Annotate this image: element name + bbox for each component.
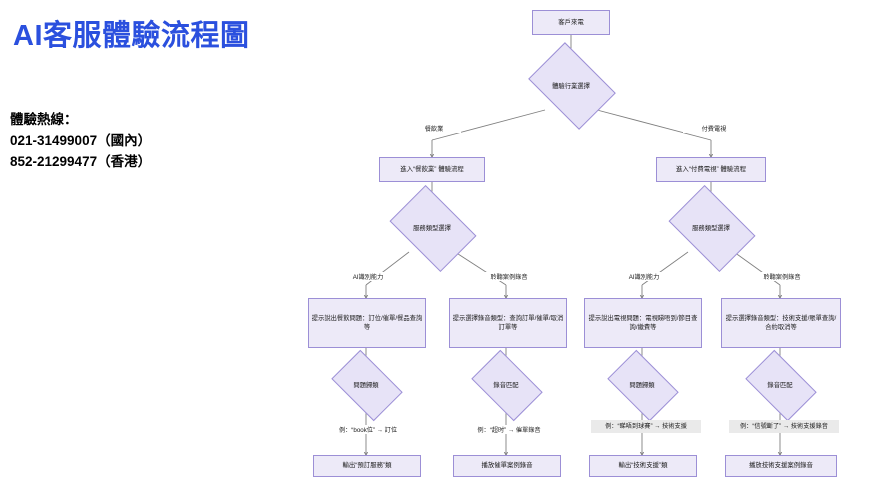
node-prompt-food-audio[interactable]: 提示選擇錄音類型：查詢訂單/催單/取消訂單等 [449, 298, 567, 348]
node-output-food-ai[interactable]: 輸出“預訂服務”類 [313, 455, 421, 477]
node-output-food-audio[interactable]: 播放催單案例錄音 [453, 455, 561, 477]
decision-match-food-label: 錄音匹配 [493, 382, 519, 389]
edge-label-ai-food: AI識別能力 [339, 272, 397, 281]
decision-match-tv[interactable]: 錄音匹配 [745, 349, 817, 422]
hotline-hongkong: 852-21299477（香港） [10, 153, 152, 169]
edge-label-example-food-ai: 例：“book位” → 訂位 [311, 425, 425, 434]
node-start[interactable]: 客戶來電 [532, 10, 610, 35]
edge-label-example-food-audio: 例：“超时” → 催單錄音 [452, 425, 566, 434]
decision-industry-label: 體驗行業選擇 [552, 82, 590, 90]
edge-label-food: 餐飲業 [407, 124, 461, 133]
decision-classify-tv[interactable]: 問題歸類 [607, 349, 679, 422]
edge-label-example-tv-ai: 例：“睇唔到球賽” → 技術支援 [591, 420, 701, 434]
node-prompt-food-ai[interactable]: 提示說出餐飲問題：訂位/催單/餐品查詢等 [308, 298, 426, 348]
edge-label-audio-food: 聆聽案例錄音 [475, 272, 543, 281]
decision-industry[interactable]: 體驗行業選擇 [528, 42, 616, 130]
hotline-domestic: 021-31499007（國內） [10, 132, 152, 148]
node-enter-tv-flow[interactable]: 進入“付費電視” 體驗流程 [656, 157, 766, 182]
node-output-tv-audio[interactable]: 播放技術支援案例錄音 [725, 455, 837, 477]
decision-service-type-tv-label: 服務類型選擇 [692, 225, 730, 232]
decision-classify-tv-label: 問題歸類 [629, 382, 655, 389]
edge-label-audio-tv: 聆聽案例錄音 [748, 272, 816, 281]
edge-label-example-tv-audio: 例：“信號斷了” → 技術支援錄音 [729, 420, 839, 434]
node-prompt-tv-ai[interactable]: 提示說出電視問題：電視睇唔到/節目查詢/繳費等 [584, 298, 702, 348]
decision-service-type-food-label: 服務類型選擇 [413, 225, 451, 232]
node-enter-food-flow[interactable]: 進入“餐飲業” 體驗流程 [379, 157, 485, 182]
decision-classify-food[interactable]: 問題歸類 [331, 349, 403, 422]
hotline-block: 體驗熱線： 021-31499007（國內） 852-21299477（香港） [10, 110, 151, 173]
page-title: AI客服體驗流程圖 [13, 20, 250, 52]
node-prompt-tv-audio[interactable]: 提示選擇錄音類型：技術支援/賬單查詢/合約取消等 [721, 298, 841, 348]
decision-match-food[interactable]: 錄音匹配 [471, 349, 543, 422]
edge-label-ai-tv: AI識別能力 [615, 272, 673, 281]
decision-service-type-tv[interactable]: 服務類型選擇 [668, 185, 756, 272]
hotline-label: 體驗熱線： [10, 112, 78, 127]
decision-service-type-food[interactable]: 服務類型選擇 [389, 185, 477, 272]
edge-label-tv: 付費電視 [683, 124, 745, 133]
decision-classify-food-label: 問題歸類 [353, 382, 379, 389]
node-output-tv-ai[interactable]: 輸出“技術支援”類 [589, 455, 697, 477]
decision-match-tv-label: 錄音匹配 [767, 382, 793, 389]
